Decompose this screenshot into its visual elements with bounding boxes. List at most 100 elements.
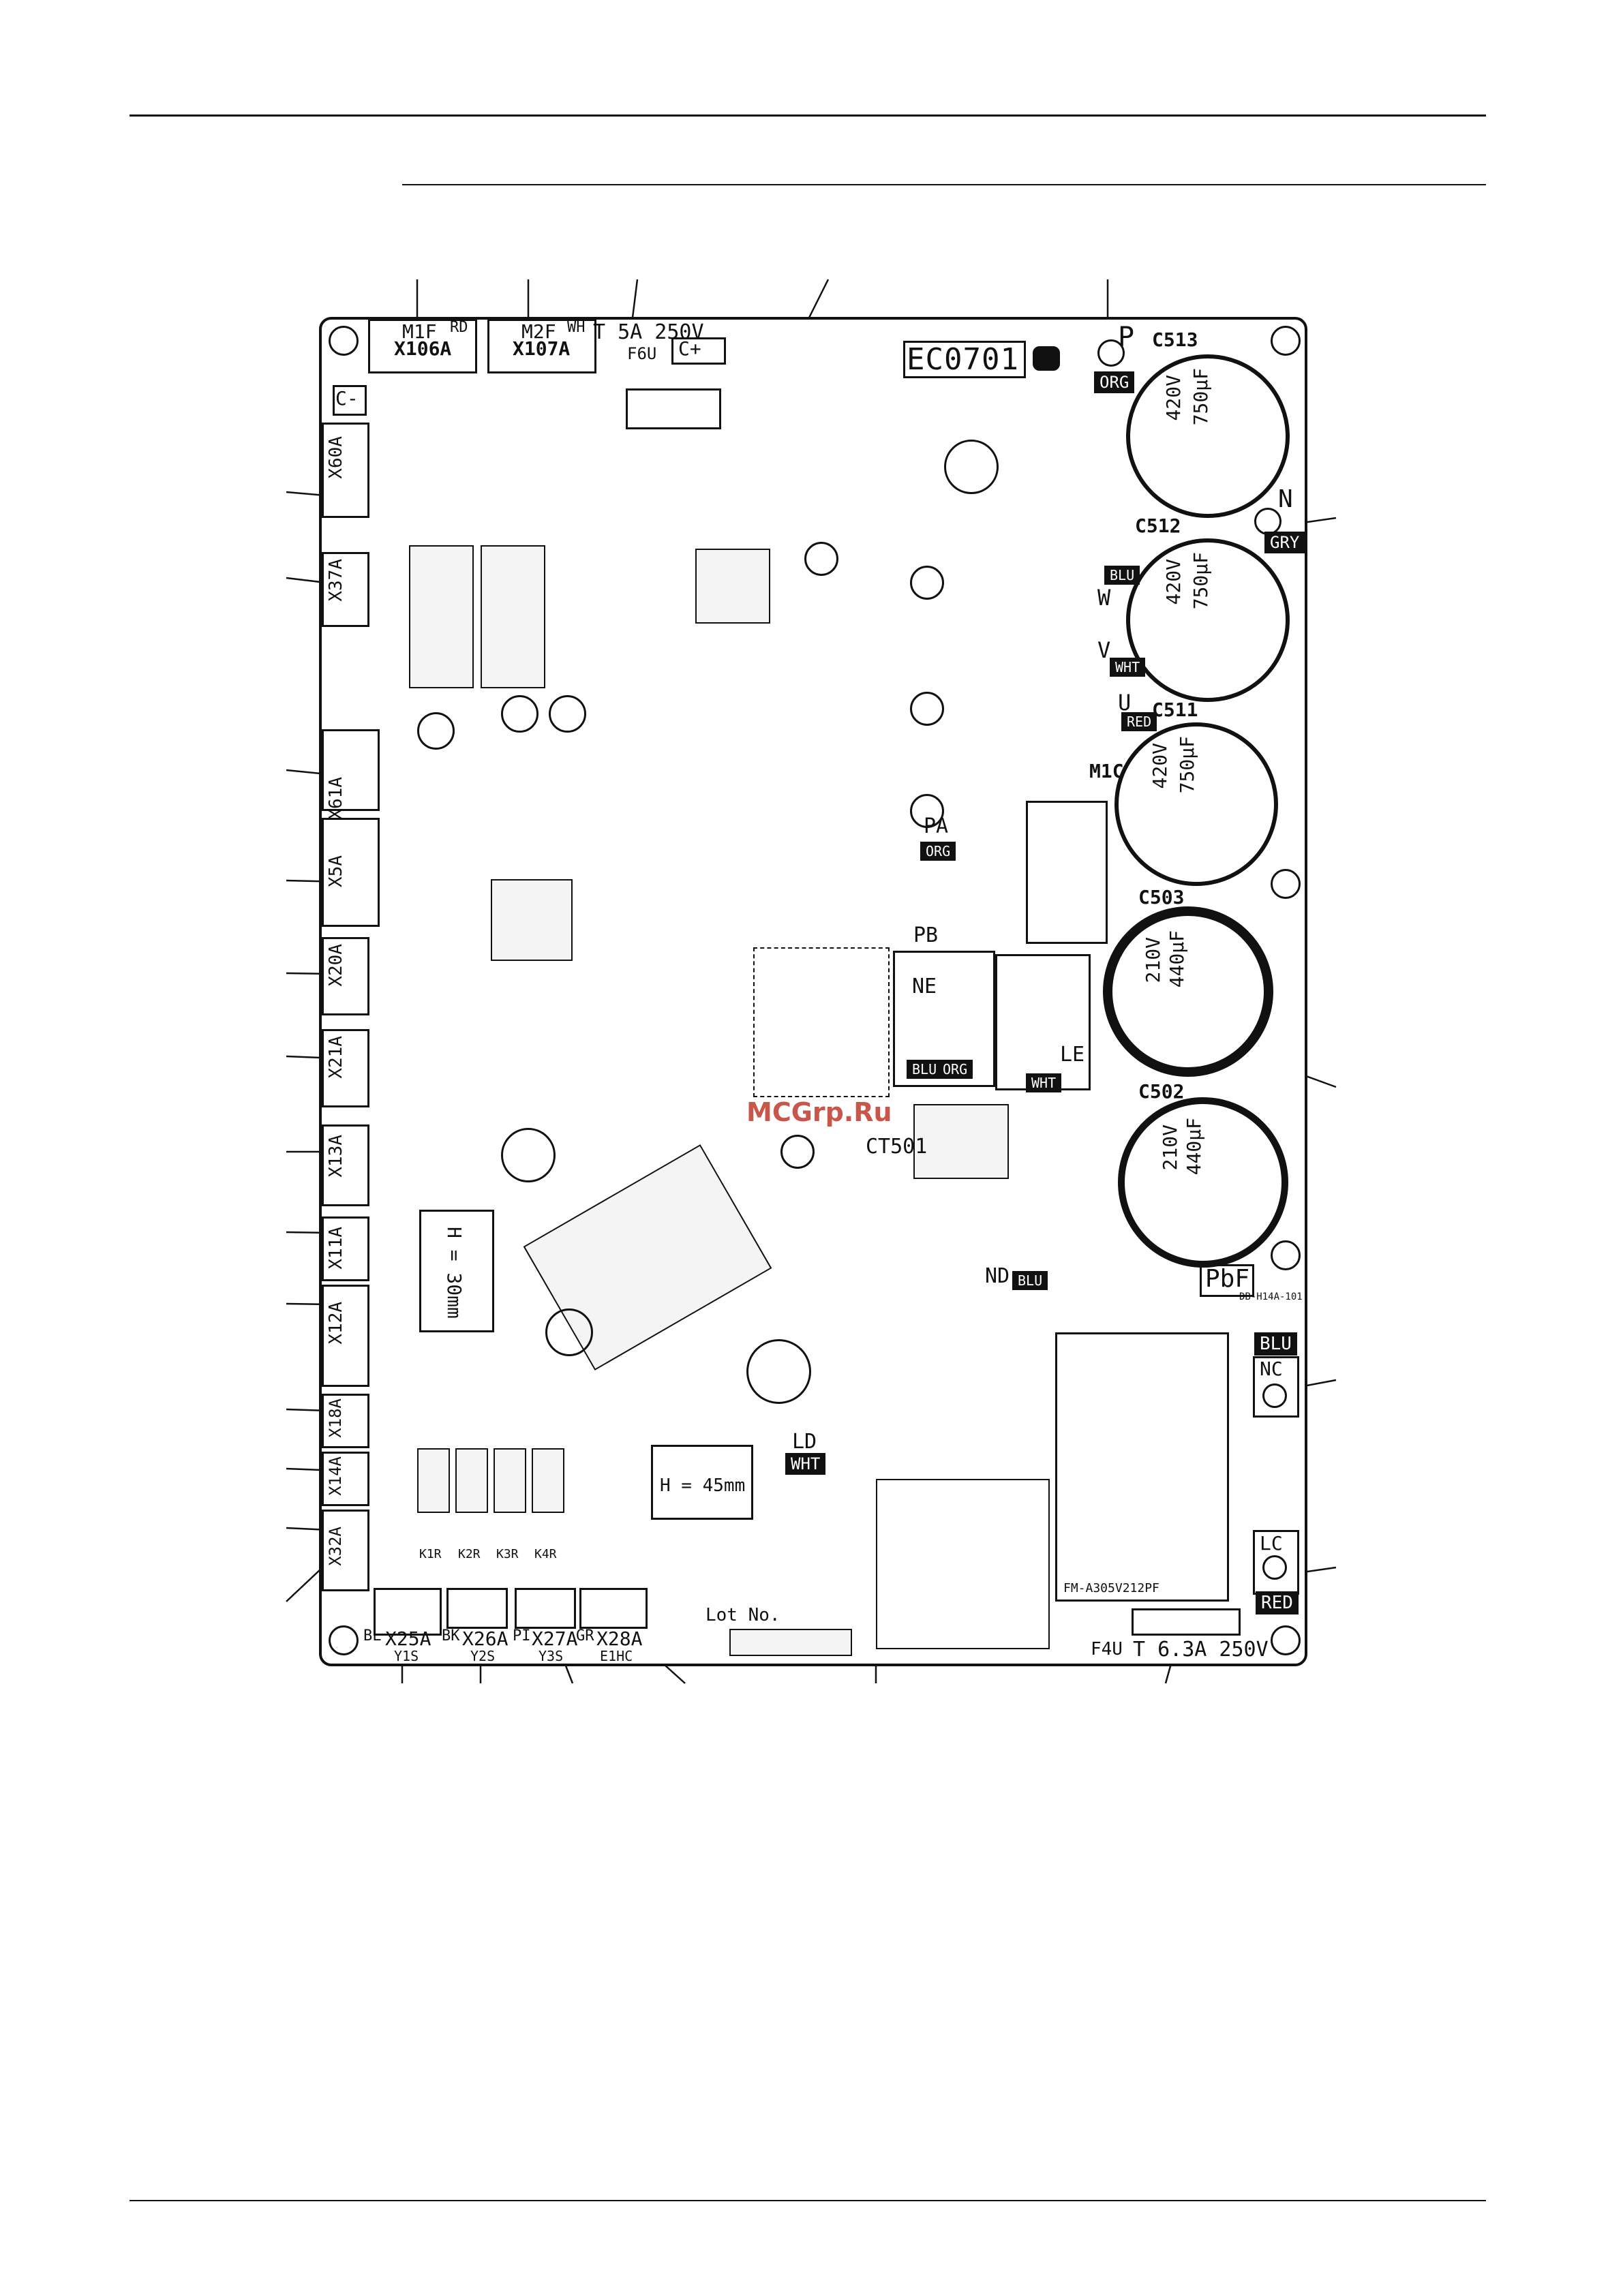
terminal-nc-name: NC — [1260, 1358, 1283, 1380]
terminal-p-hole — [1097, 339, 1125, 367]
relay-k3r — [494, 1448, 526, 1513]
motor-phase-u-color: RED — [1121, 712, 1157, 731]
connector-x25a — [374, 1588, 442, 1636]
cap-c525 — [944, 440, 999, 494]
connector-x107a-color: WH — [567, 319, 586, 336]
connector-x27a — [515, 1588, 576, 1629]
terminal-lc-hole — [1262, 1555, 1287, 1580]
connector-x13a — [322, 1124, 369, 1206]
fuse-f4u-ref: F4U — [1091, 1639, 1123, 1659]
motor-phase-v: V — [1097, 637, 1111, 663]
motor-ref: M1C — [1089, 760, 1124, 782]
terminal-nc-box — [1253, 1356, 1299, 1418]
board-code-secondary: DB-H14A-101 — [1239, 1291, 1303, 1302]
terminal-ne-name: NE — [912, 975, 937, 998]
transformer-rly1 — [481, 545, 545, 688]
connector-x11a-ref: X11A — [326, 1227, 346, 1270]
fuse-f6u-rating: T 5A 250V — [593, 320, 704, 344]
terminal-p-name: P — [1118, 322, 1135, 353]
cap-c-plus-label: C+ — [678, 337, 701, 360]
connector-x27a-sub: Y3S — [539, 1648, 564, 1664]
ct501-block — [913, 1104, 1009, 1179]
connector-x37a-ref: X37A — [326, 559, 346, 602]
microcontroller — [695, 549, 770, 624]
board-code-box — [903, 341, 1026, 378]
terminal-nc-hole — [1262, 1383, 1287, 1408]
watermark-text: MCGrp.Ru — [746, 1097, 892, 1127]
pbf-label: PbF — [1205, 1265, 1250, 1293]
cap-c703 — [545, 1308, 593, 1356]
choke-block — [876, 1479, 1050, 1649]
capacitor-c511-ref: C511 — [1152, 699, 1198, 721]
terminal-lc-name: LC — [1260, 1532, 1283, 1555]
capacitor-c502-ref: C502 — [1138, 1080, 1185, 1103]
relay-k1r-label: K1R — [419, 1547, 442, 1561]
connector-x32a — [322, 1510, 369, 1591]
connector-x18a-ref: X18A — [326, 1398, 345, 1438]
cap-small-2 — [501, 695, 539, 733]
connector-x21a — [322, 1029, 369, 1107]
connector-x25a-prefix: BL — [363, 1627, 382, 1644]
capacitor-c513-value: 750µF — [1189, 368, 1212, 426]
relay-k1r — [417, 1448, 450, 1513]
cap-c502-small — [746, 1339, 811, 1404]
capacitor-c512 — [1126, 538, 1290, 702]
connector-x21a-ref: X21A — [326, 1036, 346, 1079]
connector-x26a — [446, 1588, 508, 1629]
lot-number-field — [729, 1629, 852, 1656]
connector-x28a — [579, 1588, 648, 1629]
connector-x28a-sub: E1HC — [600, 1648, 633, 1664]
connector-x106a-name: M1F — [402, 320, 437, 343]
mounting-hole-br — [1271, 1625, 1301, 1655]
terminal-ld-color: WHT — [785, 1453, 826, 1475]
connector-x11a — [322, 1216, 369, 1281]
connector-x107a — [487, 319, 596, 373]
capacitor-c512-ref: C512 — [1135, 515, 1181, 537]
terminal-nd-name: ND — [985, 1264, 1010, 1288]
terminal-pa-color: ORG — [920, 842, 956, 861]
relay-k3r-label: K3R — [496, 1547, 519, 1561]
capacitor-c503-voltage: 210V — [1142, 937, 1164, 983]
connector-x61a-ref: X61A — [326, 777, 346, 820]
connector-x25a-sub: Y1S — [394, 1648, 419, 1664]
ic1 — [491, 879, 573, 961]
terminal-nc-color: BLU — [1254, 1332, 1297, 1356]
connector-x60a — [322, 423, 369, 518]
connector-x5a-ref: X5A — [326, 855, 346, 887]
fuse-f6u — [626, 388, 721, 429]
pbf-mark — [1200, 1264, 1254, 1297]
connector-x27a-prefix: PI — [513, 1627, 531, 1644]
height-45mm-label: H = 45mm — [660, 1475, 746, 1496]
mounting-hole-tl — [329, 326, 359, 356]
relay-k4r — [532, 1448, 564, 1513]
capacitor-c511-voltage: 420V — [1149, 743, 1171, 789]
fuse-f6u-ref: F6U — [627, 344, 657, 363]
cap-c701 — [501, 1128, 556, 1182]
connector-x5a — [322, 818, 380, 927]
connector-x32a-ref: X32A — [326, 1527, 345, 1566]
cap-small-1 — [417, 712, 455, 750]
board-code: EC0701 — [907, 342, 1019, 377]
board-code-marker — [1033, 346, 1060, 371]
terminal-nd-color: BLU — [1012, 1271, 1048, 1290]
connector-x107a-ref: X107A — [513, 337, 571, 360]
mounting-hole-mr2 — [1271, 1240, 1301, 1270]
capacitor-c513-ref: C513 — [1152, 328, 1198, 351]
relay-k4r-label: K4R — [534, 1547, 557, 1561]
terminal-p-color: ORG — [1094, 371, 1135, 393]
fuse-f4u-rating: T 6.3A 250V — [1133, 1638, 1269, 1662]
cap-c-minus — [333, 385, 367, 416]
terminal-ld-name: LD — [792, 1430, 817, 1454]
ct501-label: CT501 — [866, 1135, 928, 1159]
capacitor-c503-ref: C503 — [1138, 886, 1185, 908]
cap-c534 — [910, 692, 944, 726]
capacitor-c513 — [1126, 354, 1290, 518]
relay-k2r-label: K2R — [458, 1547, 481, 1561]
terminal-ne-color: BLU — [907, 1060, 943, 1079]
connector-x13a-ref: X13A — [326, 1135, 346, 1178]
connector-x107a-name: M2F — [521, 320, 556, 343]
connector-x25a-ref: X25A — [385, 1627, 431, 1650]
connector-x106a — [368, 319, 477, 373]
capacitor-c502-value: 440µF — [1183, 1118, 1205, 1176]
bottom-rule — [130, 2200, 1486, 2201]
